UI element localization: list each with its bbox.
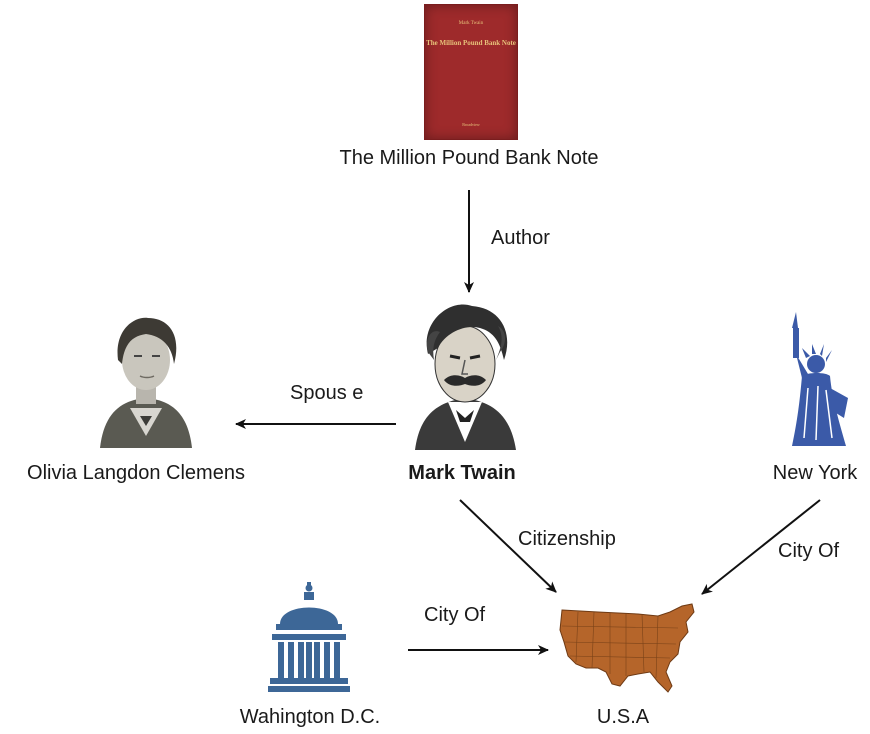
edge-cityof-ny-arrow [701, 499, 821, 595]
book-cover-icon: Mark Twain The Million Pound Bank Note B… [424, 4, 518, 140]
edge-cityof-dc-label: City Of [424, 604, 486, 626]
usa-map-icon [559, 603, 695, 693]
book-cover-publisher: Broadview [462, 122, 480, 127]
capitol-building-icon [268, 582, 350, 692]
mark-twain-portrait [415, 304, 516, 450]
node-mark-twain-label: Mark Twain [408, 462, 516, 484]
statue-of-liberty-icon [792, 312, 848, 446]
book-cover-author: Mark Twain [458, 21, 484, 26]
book-cover-title: The Million Pound Bank Note [426, 39, 516, 47]
node-olivia-label: Olivia Langdon Clemens [27, 462, 245, 484]
node-dc-label: Wahington D.C. [239, 706, 381, 728]
node-new-york-label: New York [772, 462, 858, 484]
edge-citizenship-arrow [459, 499, 557, 593]
node-book-label: The Million Pound Bank Note [339, 147, 599, 169]
edge-cityof-ny-label: City Of [778, 540, 840, 562]
node-usa-label: U.S.A [596, 706, 650, 728]
olivia-portrait [96, 312, 196, 448]
edge-citizenship-label: Citizenship [518, 528, 616, 550]
edge-author-label: Author [491, 227, 550, 249]
edge-spouse-label: Spous e [290, 382, 364, 404]
